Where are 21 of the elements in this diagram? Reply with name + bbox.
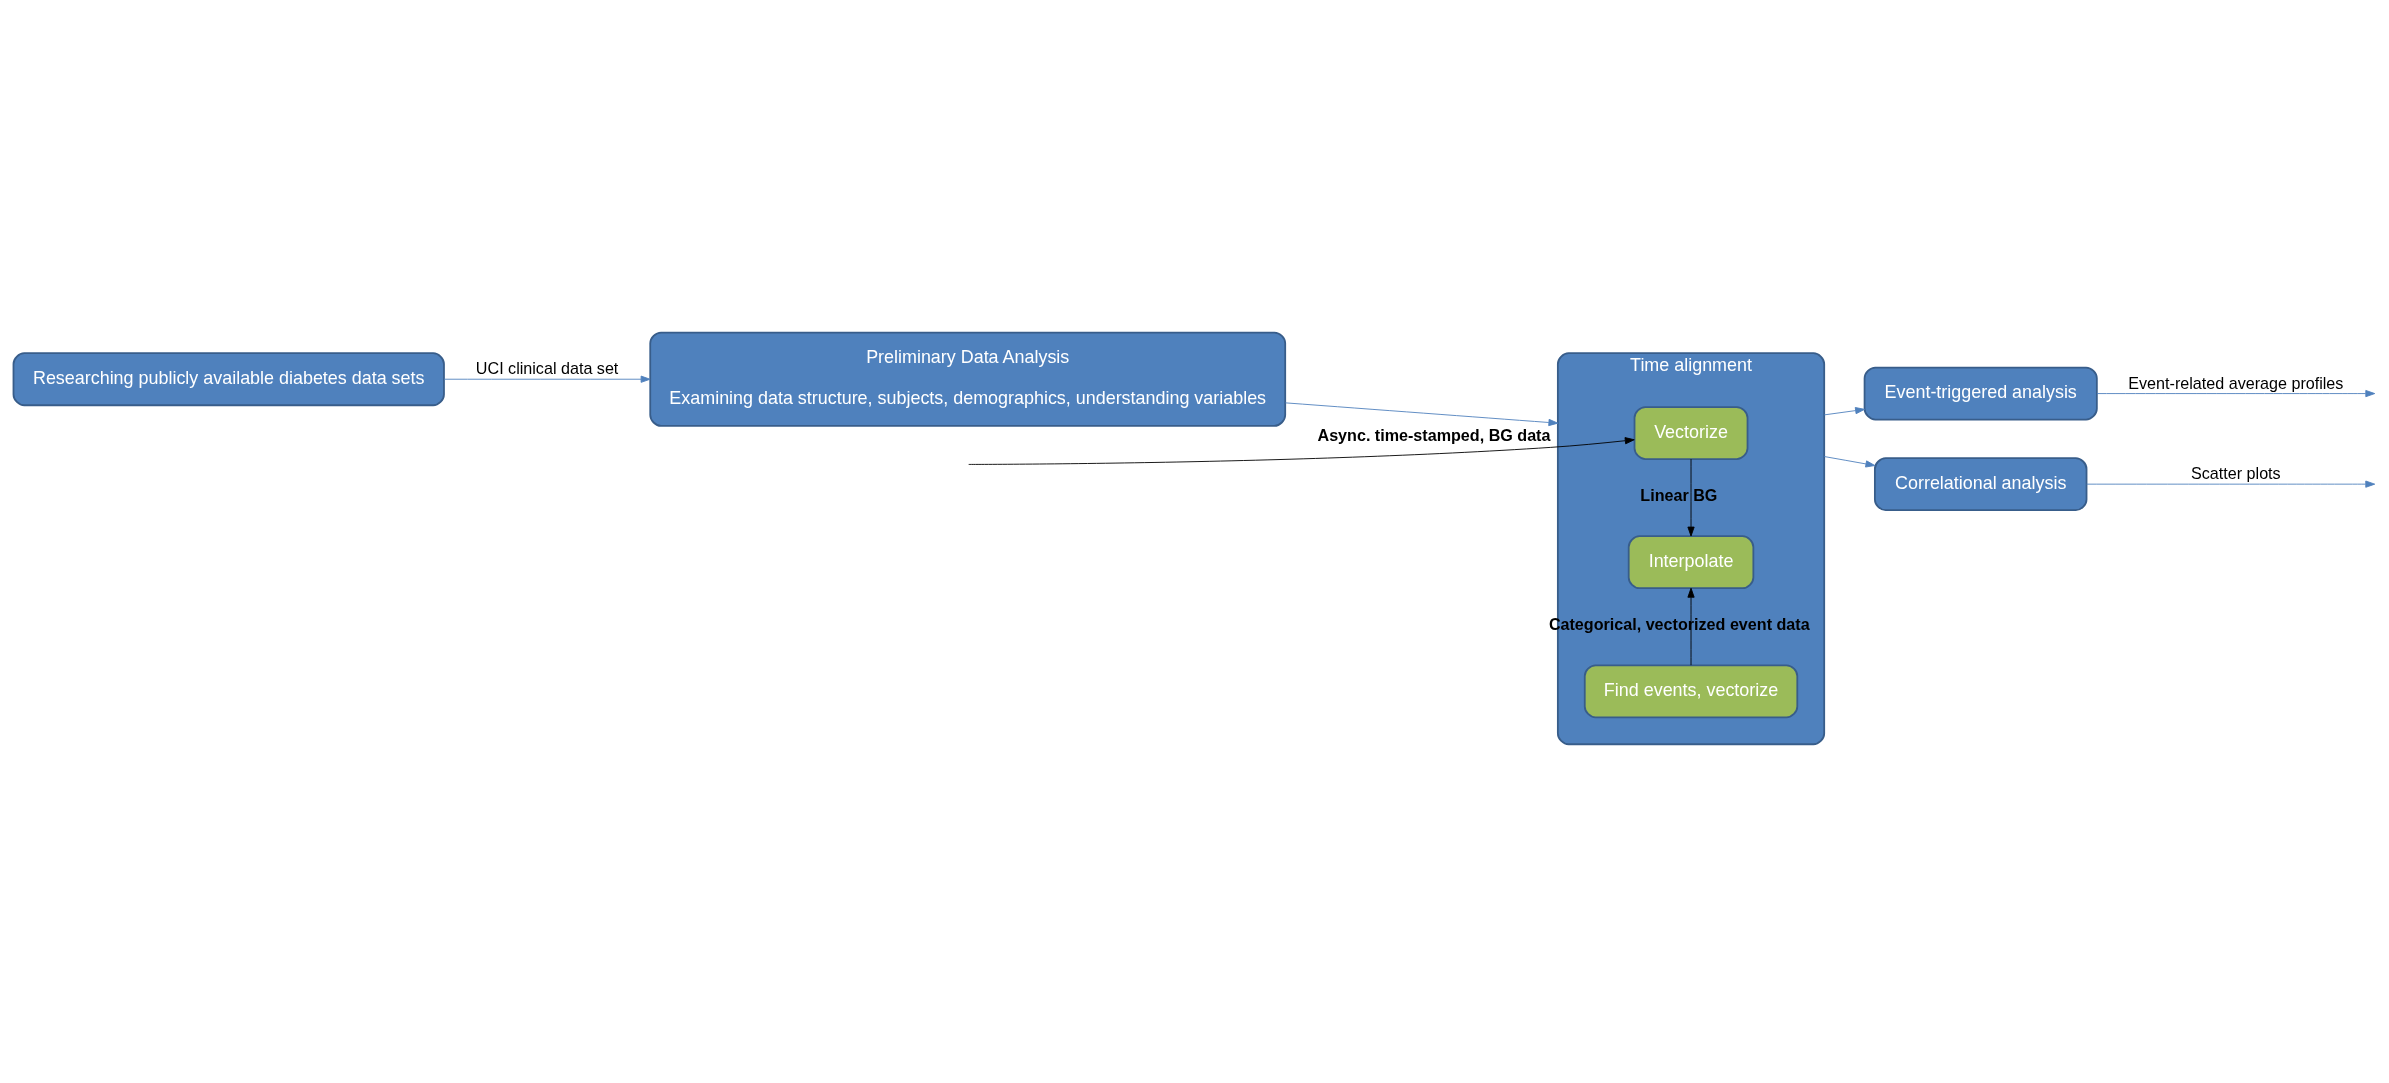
node-box: Vectorize: [1633, 405, 1749, 460]
edge-label: UCI clinical data set: [475, 358, 619, 377]
node-box: Preliminary Data Analysis Examining data structure, subjects, demographics, understanding variables: [649, 331, 1287, 427]
edge-label: Scatter plots: [2191, 463, 2281, 482]
arrow: [1687, 458, 1695, 536]
node-box: Correlational analysis: [1874, 456, 2088, 511]
arrow: [1823, 406, 1865, 415]
edge-label: Linear BG: [1640, 485, 1718, 504]
arrow: [968, 436, 1635, 465]
node-box: Researching publicly available diabetes data sets: [12, 351, 445, 406]
arrow: [443, 375, 651, 383]
arrow: [1823, 455, 1876, 467]
edge-label: Event-related average profiles: [2128, 373, 2344, 392]
node-box: Find events, vectorize: [1583, 663, 1799, 718]
arrow: [1687, 587, 1695, 666]
edge-label: Async. time-stamped, BG data: [1317, 425, 1551, 444]
node-box: Event-triggered analysis: [1863, 366, 2098, 420]
arrow: [1284, 401, 1559, 426]
arrow: [2086, 480, 2376, 488]
arrow: [2096, 389, 2376, 397]
node-box: Interpolate: [1627, 534, 1755, 589]
